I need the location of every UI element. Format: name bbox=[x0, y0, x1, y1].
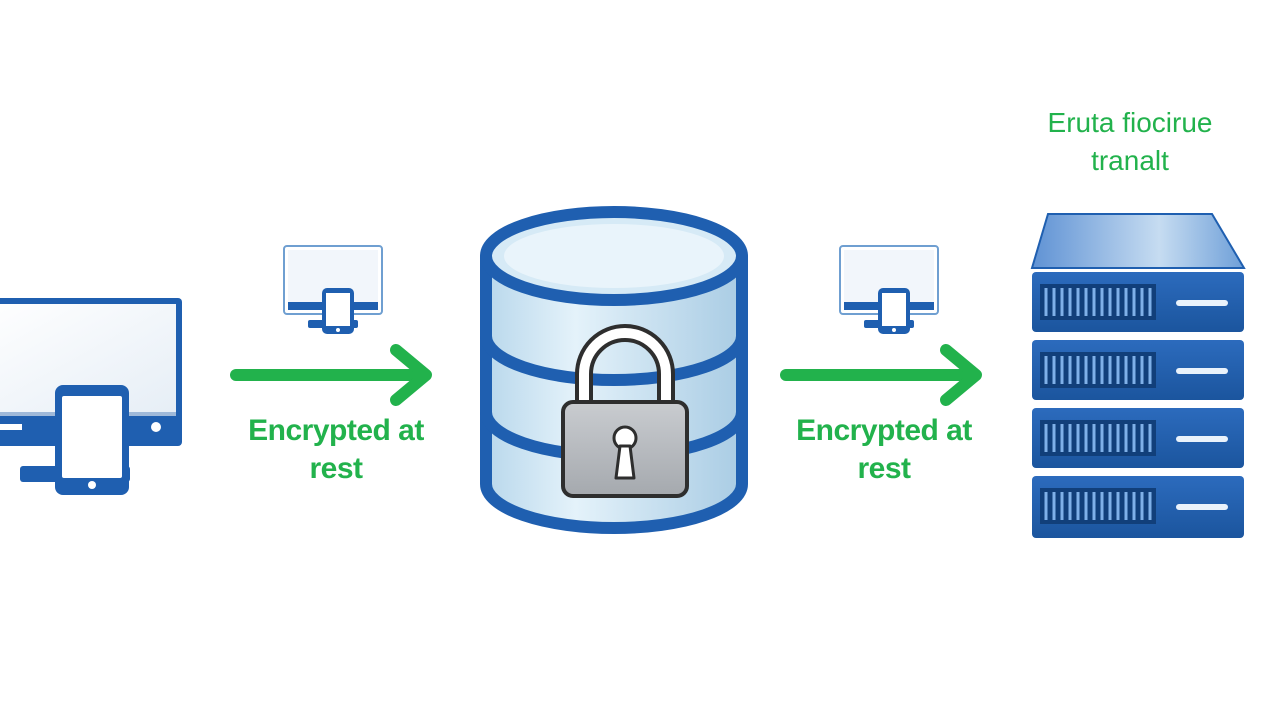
arrow-label-left-line-1: Encrypted at bbox=[248, 414, 424, 447]
server-rack-icon bbox=[1030, 213, 1246, 538]
arrow-right-icon bbox=[230, 344, 432, 406]
diagram-title: Eruta fiocirue tranalt bbox=[1010, 104, 1250, 180]
server-unit bbox=[1032, 272, 1244, 332]
server-unit bbox=[1032, 340, 1244, 400]
arrow-label-left-line-2: rest bbox=[309, 452, 363, 485]
padlock-icon bbox=[561, 324, 689, 498]
server-unit bbox=[1032, 476, 1244, 538]
arrow-label-left: Encrypted at rest bbox=[226, 412, 446, 488]
small-device-icon bbox=[283, 245, 383, 334]
server-unit bbox=[1032, 408, 1244, 468]
title-line-1: Eruta fiocirue bbox=[1047, 107, 1213, 138]
arrow-right-icon bbox=[780, 344, 982, 406]
title-line-2: tranalt bbox=[1091, 145, 1169, 176]
small-device-icon bbox=[839, 245, 939, 334]
laptop-phone-icon bbox=[0, 298, 182, 495]
arrow-label-right-line-2: rest bbox=[857, 452, 911, 485]
arrow-label-right-line-1: Encrypted at bbox=[796, 414, 972, 447]
arrow-label-right: Encrypted at rest bbox=[772, 412, 996, 488]
